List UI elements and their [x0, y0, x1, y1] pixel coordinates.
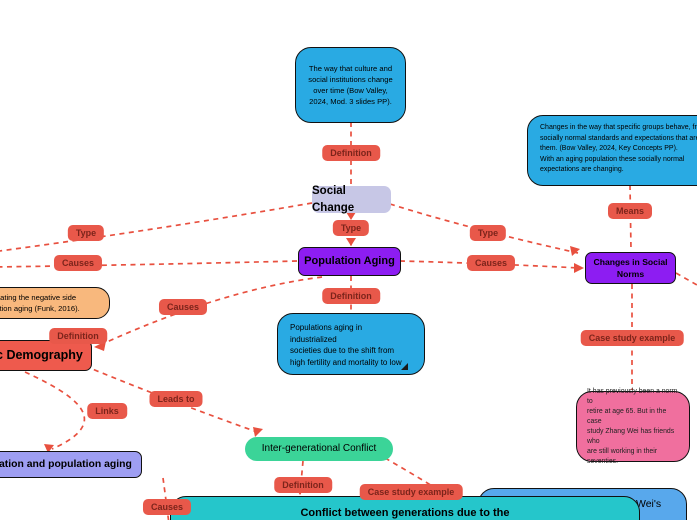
node-apocalyptic-demography[interactable]: Apocalyptic Demography — [0, 340, 92, 371]
edge-norms-offscreen — [675, 272, 697, 286]
node-apocalyptic-definition[interactable]: Exaggerating the negative side of popula… — [0, 287, 110, 319]
edge-label-means[interactable]: Means — [607, 203, 653, 219]
edge-label-type[interactable]: Type — [469, 225, 507, 241]
node-intergenerational-conflict[interactable]: Inter-generational Conflict — [245, 437, 393, 461]
edge-label-type[interactable]: Type — [332, 220, 370, 236]
node-industrialization-and-population-aging[interactable]: Industrialization and population aging — [0, 451, 142, 478]
edge-label-causes[interactable]: Causes — [53, 255, 103, 271]
edge-causes-right — [399, 260, 581, 269]
node-social-change-definition[interactable]: The way that culture and social institut… — [295, 47, 406, 123]
edge-label-definition[interactable]: Definition — [274, 477, 332, 493]
arrowhead — [253, 427, 263, 437]
arrowhead — [570, 246, 580, 256]
edge-label-case-study-example[interactable]: Case study example — [359, 484, 463, 500]
node-population-aging[interactable]: Population Aging — [298, 247, 401, 276]
node-social-change[interactable]: Social Change — [312, 185, 391, 214]
node-population-aging-definition[interactable]: Populations aging in industrialized soci… — [277, 313, 425, 375]
edge-label-leads-to[interactable]: Leads to — [149, 391, 203, 407]
arrowhead — [44, 444, 54, 453]
resize-handle-icon[interactable] — [401, 363, 408, 370]
edge-label-causes[interactable]: Causes — [158, 299, 208, 315]
edge-label-links[interactable]: Links — [87, 403, 127, 419]
edge-label-definition[interactable]: Definition — [322, 145, 380, 161]
edge-label-definition[interactable]: Definition — [49, 328, 107, 344]
edge-type-left — [0, 202, 313, 252]
node-norms-case-study[interactable]: It has previously been a norm to retire … — [576, 388, 690, 465]
edge-label-causes[interactable]: Causes — [466, 255, 516, 271]
arrowhead — [346, 238, 356, 246]
arrowhead — [346, 212, 356, 220]
arrowhead — [574, 263, 584, 273]
edge-causes-left — [0, 260, 298, 268]
edge-links — [24, 371, 86, 450]
node-changes-in-social-norms[interactable]: Changes in Social Norms — [585, 252, 676, 284]
node-intergenerational-definition[interactable]: Conflict between generations due to the — [170, 496, 640, 520]
edge-label-causes[interactable]: Causes — [142, 499, 192, 515]
edge-label-type[interactable]: Type — [67, 225, 105, 241]
edge-label-definition[interactable]: Definition — [322, 288, 380, 304]
node-social-norms-definition[interactable]: Changes in the way that specific groups … — [527, 115, 697, 186]
edge-causes-center — [97, 276, 323, 347]
edge-label-case-study-example[interactable]: Case study example — [580, 330, 684, 346]
